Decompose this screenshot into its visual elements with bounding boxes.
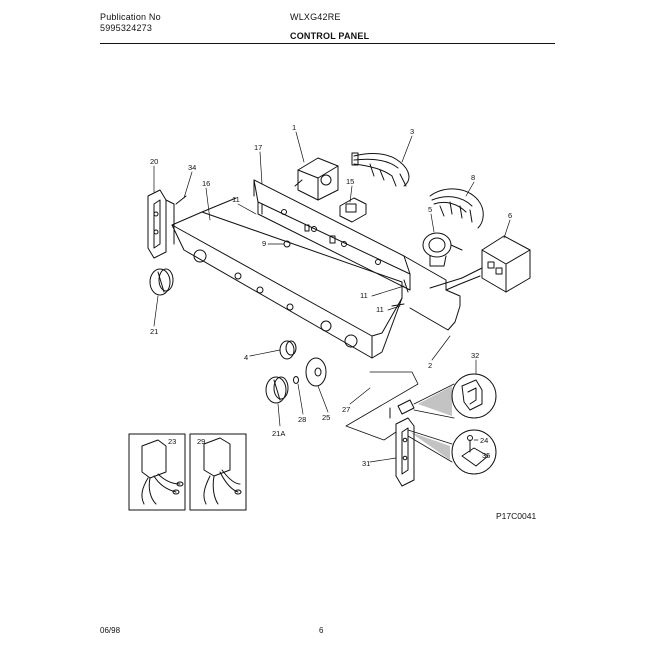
part-label-34: 34	[188, 163, 196, 172]
part-label-6: 6	[508, 211, 512, 220]
part-label-16: 16	[202, 179, 210, 188]
part-label-4: 4	[244, 353, 248, 362]
knob-4	[279, 340, 297, 360]
publication-label: Publication No	[100, 12, 161, 22]
inset-29	[189, 433, 247, 511]
part-label-2: 2	[428, 361, 432, 370]
dial-disc-26	[305, 357, 327, 387]
part-label-28: 28	[298, 415, 306, 424]
part-label-17: 17	[254, 143, 262, 152]
inset-23	[128, 433, 186, 511]
model-number: WLXG42RE	[290, 12, 341, 22]
part-label-9: 9	[262, 239, 266, 248]
part-label-31: 31	[362, 459, 370, 468]
wire-harness-3	[351, 152, 410, 187]
part-label-11a: 11	[232, 195, 240, 204]
footer-page-number: 6	[319, 626, 324, 635]
part-label-32: 32	[471, 351, 479, 360]
part-label-1: 1	[292, 123, 296, 132]
drawing-code: P17C0041	[496, 511, 536, 521]
part-label-3: 3	[410, 127, 414, 136]
console-panel	[171, 197, 403, 359]
washer-28	[293, 376, 299, 384]
wire-harness-8	[429, 188, 484, 229]
part-label-11b: 11	[360, 291, 368, 300]
part-label-24: 24	[480, 436, 488, 445]
bracket-31	[395, 417, 415, 487]
part-label-27: 27	[342, 405, 350, 414]
timer	[294, 157, 339, 201]
part-label-20: 20	[150, 157, 158, 166]
part-label-5: 5	[428, 205, 432, 214]
switch-15	[339, 197, 367, 223]
rear-plate	[253, 179, 411, 291]
header-rule	[100, 43, 555, 44]
part-label-23: 23	[168, 437, 176, 446]
part-label-8: 8	[471, 173, 475, 182]
part-label-35: 35	[482, 451, 490, 460]
detail-circle-24	[451, 429, 497, 475]
part-label-25: 25	[322, 413, 330, 422]
side-bracket-20	[147, 189, 187, 259]
footer-date: 06/98	[100, 626, 121, 635]
clip-32-small	[397, 399, 415, 415]
detail-circle-32	[451, 373, 497, 419]
part-label-21a: 21A	[272, 429, 285, 438]
part-label-15: 15	[346, 177, 354, 186]
part-label-29: 29	[197, 437, 205, 446]
knob-21	[149, 268, 174, 296]
publication-number: 5995324273	[100, 23, 153, 33]
knob-21a	[265, 376, 289, 404]
section-title: CONTROL PANEL	[290, 31, 370, 41]
part-label-11c: 11	[376, 305, 384, 314]
control-box-6	[429, 235, 531, 293]
part-label-21: 21	[150, 327, 158, 336]
selector-switch-5	[422, 232, 463, 267]
